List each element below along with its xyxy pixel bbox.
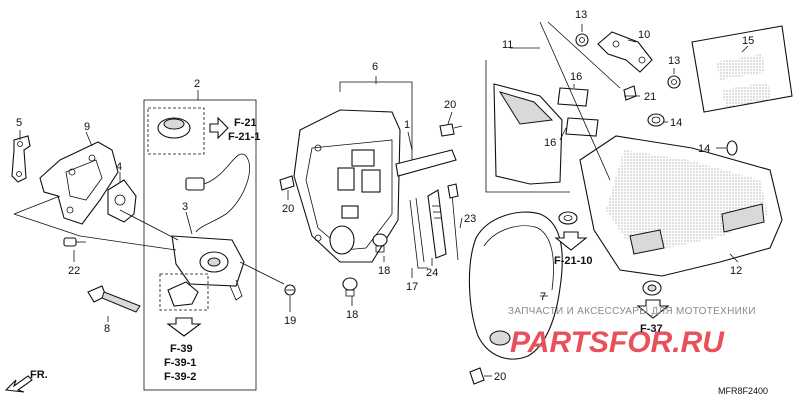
- part-10-bracket: [597, 31, 653, 73]
- sub-box-lock: [159, 273, 209, 311]
- arrow-f37: [636, 299, 670, 319]
- group-11-frame: [485, 60, 599, 193]
- part-12-side-cover: [579, 135, 783, 277]
- callout-7: 7: [540, 291, 546, 303]
- callout-24: 24: [426, 267, 438, 279]
- part-18-grommet-a: [372, 233, 388, 253]
- ref-f39-1: F-39-1: [164, 357, 196, 369]
- callout-18-b: 18: [346, 309, 358, 321]
- callout-16-a: 16: [570, 71, 582, 83]
- leaders-left: [13, 90, 291, 322]
- ref-f37: F-37: [640, 323, 663, 335]
- callout-3: 3: [182, 201, 188, 213]
- callout-9: 9: [84, 121, 90, 133]
- diagram-code: MFR8F2400: [718, 386, 768, 396]
- part-20-screw-c: [469, 367, 485, 385]
- ref-f21: F-21: [234, 117, 257, 129]
- ref-f39-2: F-39-2: [164, 371, 196, 383]
- part-20-screw-b: [279, 175, 295, 191]
- part-8-key: [87, 285, 141, 313]
- callout-10: 10: [638, 29, 650, 41]
- callout-14-b: 14: [698, 143, 710, 155]
- part-18-grommet-b: [342, 277, 358, 297]
- leaders-right: [287, 21, 749, 377]
- part-13-nut-a: [575, 33, 589, 47]
- watermark-text: ЗАПЧАСТИ И АКСЕССУАРЫ ДЛЯ МОТОТЕХНИКИ: [508, 306, 756, 317]
- sub-box-cap: [147, 107, 205, 155]
- front-direction-label: FR.: [30, 369, 48, 381]
- part-21-screw: [623, 85, 637, 101]
- part-3-ignition-switch: [171, 235, 245, 301]
- part-5-bracket: [11, 135, 31, 183]
- part-14-grommet-a: [647, 113, 665, 127]
- callout-1: 1: [404, 119, 410, 131]
- part-22-bolt: [63, 237, 86, 247]
- part-13-nut-b: [667, 75, 681, 89]
- callout-21: 21: [644, 91, 656, 103]
- watermark-logo: PARTSFOR.RU: [510, 326, 725, 359]
- callout-22: 22: [68, 265, 80, 277]
- arrow-f39: [166, 317, 202, 337]
- arrow-f21-10: [554, 231, 588, 251]
- callout-8: 8: [104, 323, 110, 335]
- grommet-lower-a: [558, 211, 578, 225]
- callout-18-a: 18: [378, 265, 390, 277]
- callout-13-b: 13: [668, 55, 680, 67]
- front-direction-arrow-icon: [4, 375, 33, 393]
- part-15-label-plate: [691, 25, 793, 113]
- pad-strip: [395, 149, 457, 177]
- callout-11: 11: [502, 39, 513, 51]
- callout-20-c: 20: [494, 371, 506, 383]
- callout-23: 23: [464, 213, 476, 225]
- callout-20-a: 20: [444, 99, 456, 111]
- callout-15: 15: [742, 35, 754, 47]
- part-24-tool-tube: [427, 189, 447, 259]
- part-17-hex-wrench: [409, 197, 428, 269]
- part-7-side-cover: [468, 211, 563, 360]
- wire-harness: [185, 153, 250, 233]
- ref-f21-10: F-21-10: [554, 255, 593, 267]
- callout-13-a: 13: [575, 9, 587, 21]
- ref-f21-1: F-21-1: [228, 131, 260, 143]
- grommet-lower-b: [642, 280, 662, 296]
- part-14-grommet-b: [726, 140, 738, 156]
- arrow-f21: [209, 116, 229, 140]
- part-9-mount-bracket: [39, 141, 119, 225]
- callout-14-a: 14: [670, 117, 682, 129]
- callout-16-b: 16: [544, 137, 556, 149]
- callout-12: 12: [730, 265, 742, 277]
- part-19-screw: [284, 284, 296, 296]
- callout-20-b: 20: [282, 203, 294, 215]
- callout-5: 5: [16, 117, 22, 129]
- callout-19: 19: [284, 315, 296, 327]
- part-20-screw-a: [439, 123, 463, 137]
- callout-2: 2: [194, 78, 200, 90]
- part-4-switch-cover: [107, 179, 137, 223]
- callout-17: 17: [406, 281, 418, 293]
- ref-f39: F-39: [170, 343, 193, 355]
- callout-4: 4: [116, 161, 122, 173]
- callout-6: 6: [372, 61, 378, 73]
- part-23-screwdriver: [447, 183, 459, 261]
